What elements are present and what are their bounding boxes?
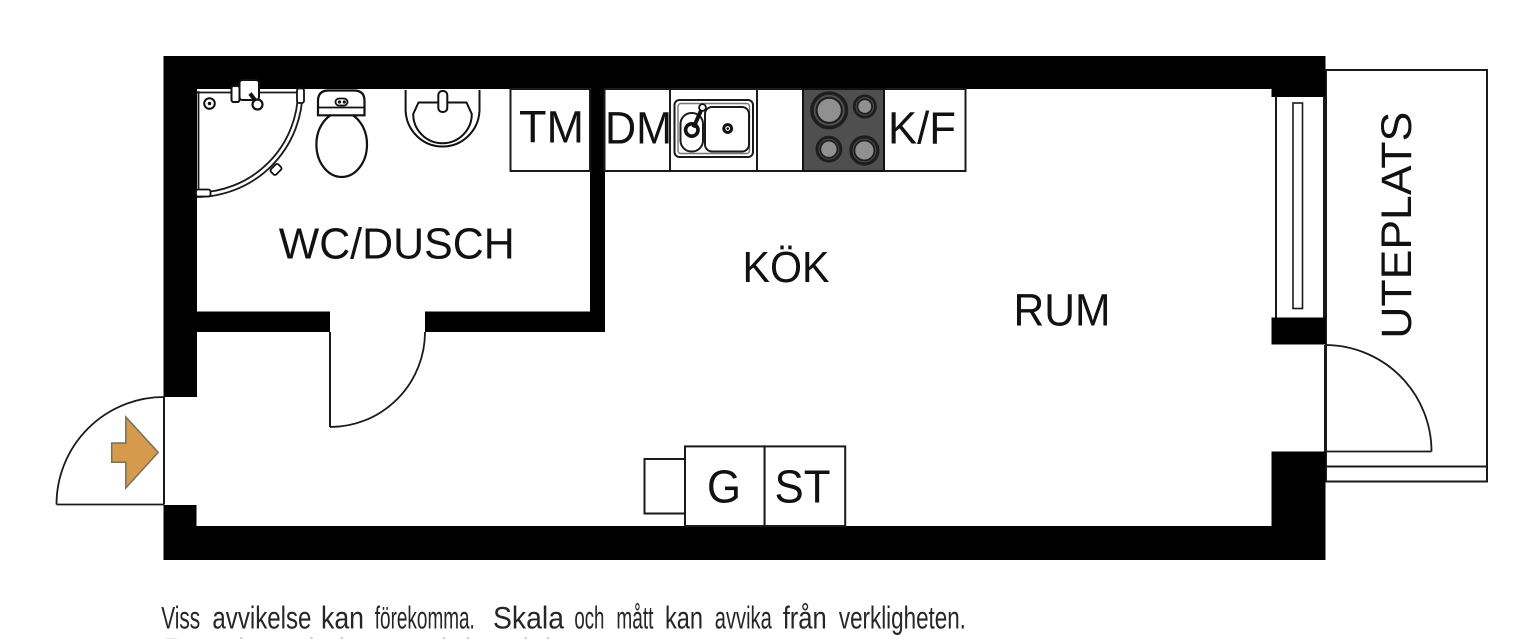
svg-text:verkligheten.: verkligheten. — [839, 599, 966, 635]
svg-text:Rumsbeteckningar och inredning: Rumsbeteckningar och inredning — [163, 631, 583, 639]
svg-text:KÖK: KÖK — [743, 243, 830, 292]
svg-text:Viss: Viss — [161, 599, 200, 635]
svg-text:RUM: RUM — [1014, 284, 1111, 335]
svg-text:och: och — [574, 599, 604, 635]
svg-text:kan: kan — [665, 599, 703, 635]
svg-text:avvika: avvika — [715, 599, 772, 635]
svg-text:DM: DM — [605, 102, 672, 153]
svg-text:K/F: K/F — [888, 102, 956, 153]
svg-text:TM: TM — [519, 101, 584, 152]
svg-text:mått: mått — [616, 599, 653, 635]
svg-text:G: G — [707, 461, 741, 513]
svg-text:Skala: Skala — [493, 599, 564, 635]
svg-text:kan: kan — [321, 599, 364, 635]
svg-text:från: från — [783, 599, 827, 635]
svg-text:avvikelse: avvikelse — [212, 599, 311, 635]
svg-text:UTEPLATS: UTEPLATS — [1373, 112, 1421, 339]
svg-text:förekomma.: förekomma. — [375, 599, 475, 635]
svg-text:WC/DUSCH: WC/DUSCH — [279, 219, 515, 268]
svg-text:ST: ST — [775, 461, 831, 513]
